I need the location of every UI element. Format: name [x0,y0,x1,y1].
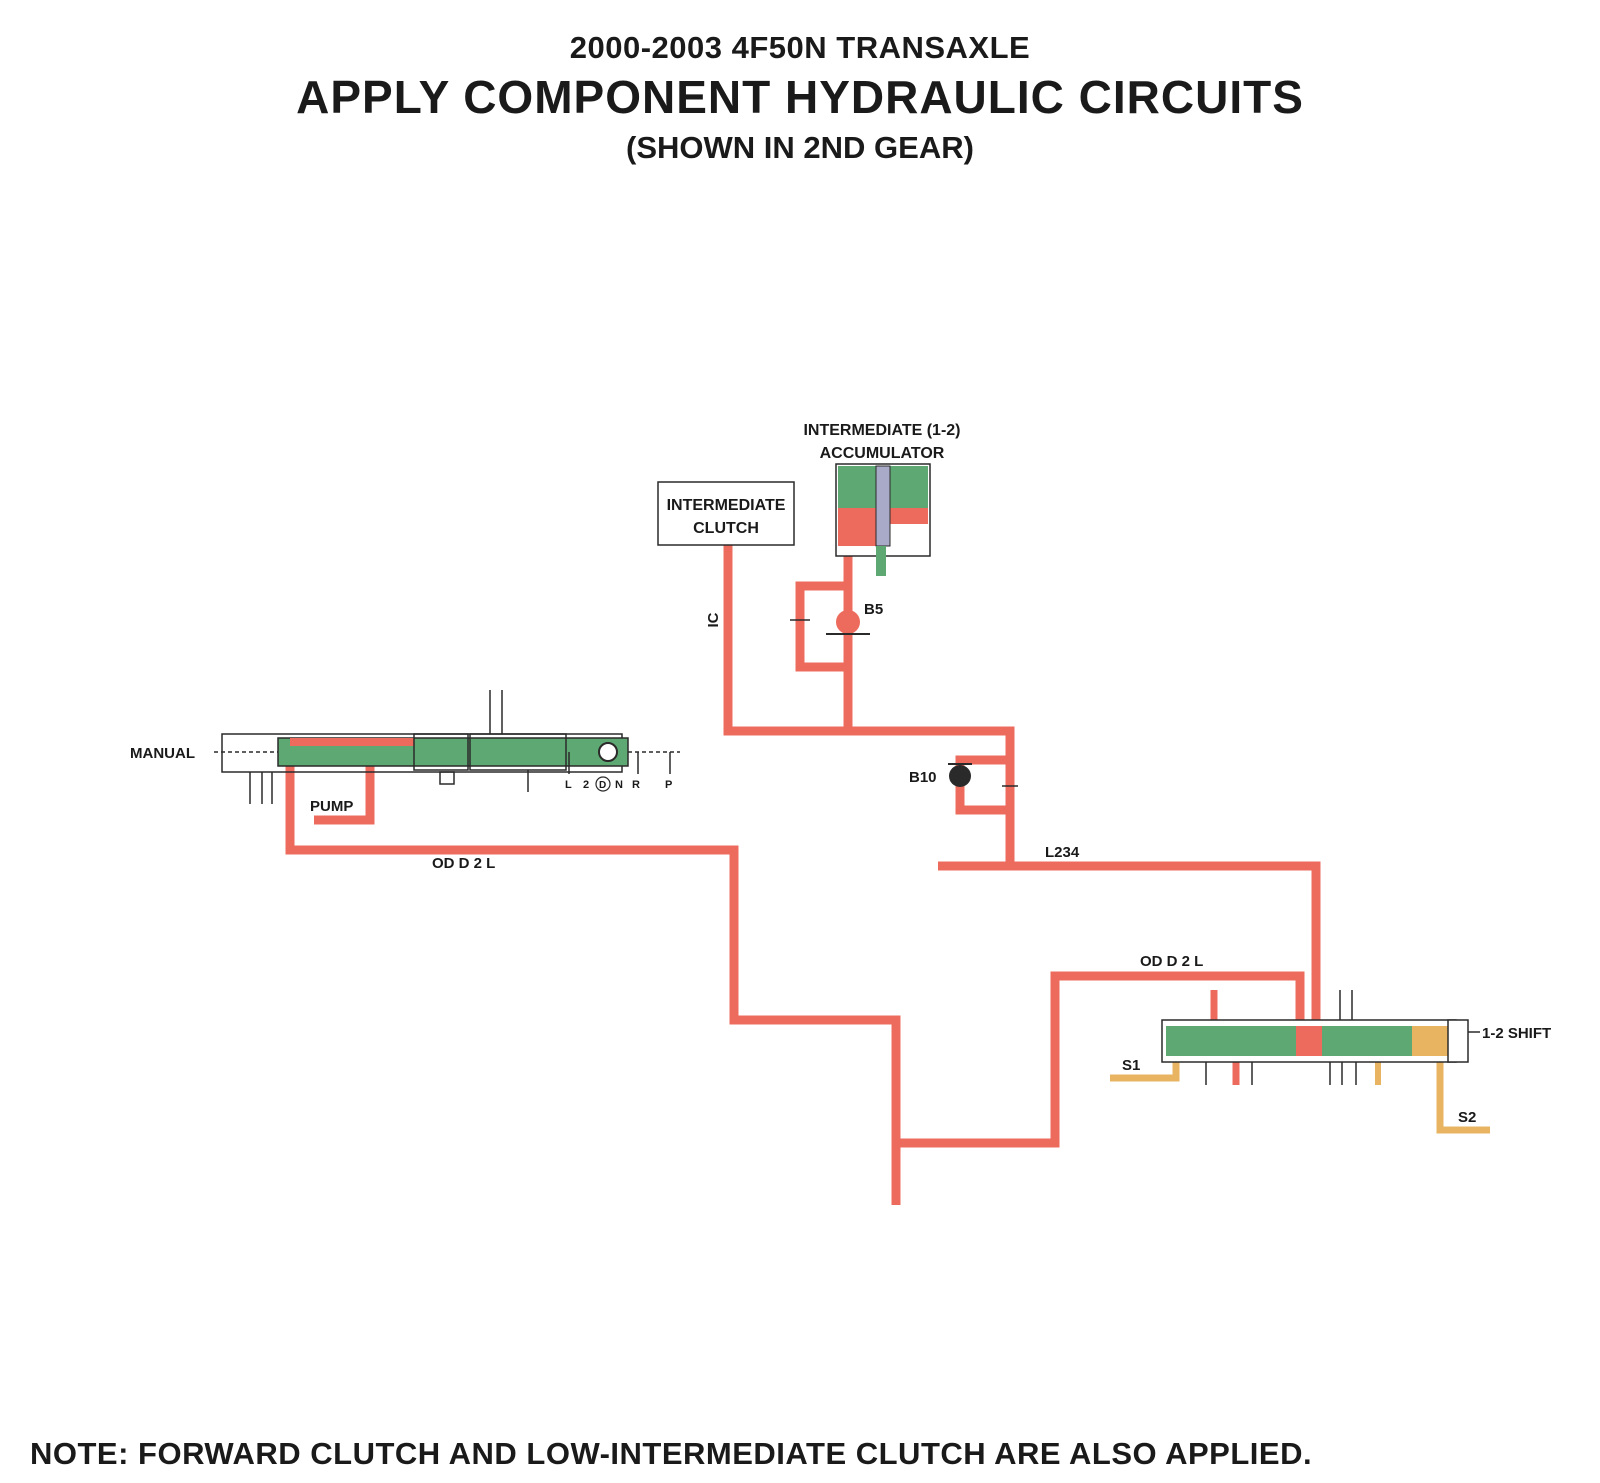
shift-valve-stub-a [1210,990,1240,1085]
manual-valve [214,690,680,804]
pump-passage [314,756,375,825]
diagram-labels: INTERMEDIATE (1-2) ACCUMULATOR INTERMEDI… [130,422,1551,1126]
detent-p-label: P [665,779,672,791]
l234-passage [938,861,1321,1028]
s2-label: S2 [1458,1109,1476,1126]
odd2l-right-label: OD D 2 L [1140,953,1203,970]
diagram-title: APPLY COMPONENT HYDRAULIC CIRCUITS [296,71,1304,123]
clutch-label-line1: INTERMEDIATE [667,497,786,514]
l234-label: L234 [1045,844,1080,861]
accumulator-rod [875,465,891,547]
manual-valve-red-land [290,738,414,746]
title-block: 2000-2003 4F50N TRANSAXLE APPLY COMPONEN… [0,30,1600,166]
b10-check-valve [948,763,1018,787]
b10-check-ball [949,765,971,787]
intermediate-accumulator [835,463,931,576]
pressure-passages [285,545,1321,1205]
manual-valve-pin [598,742,618,762]
odd2l-left-passage [285,742,901,1205]
s1-passage [1110,1058,1180,1082]
detent-n-label: N [615,779,623,791]
s2-passage [1436,1040,1490,1134]
b5-bypass-passage [795,581,848,672]
solenoid-passages [1110,1040,1490,1134]
manual-valve-land-b [469,733,567,771]
detent-2-label: 2 [583,779,589,791]
detent-d-label: D [599,780,606,791]
ic-label: IC [705,612,722,627]
odd2l-left-label: OD D 2 L [432,855,495,872]
s1-label: S1 [1122,1057,1140,1074]
shift-valve-red-land [1296,1026,1322,1056]
accumulator-rod-exit [876,546,886,576]
footer-note: NOTE: FORWARD CLUTCH AND LOW-INTERMEDIAT… [30,1436,1313,1471]
accumulator-label-line2: ACCUMULATOR [820,445,945,462]
manual-valve-land-a [413,733,469,771]
intermediate-clutch-box [657,481,795,546]
shift-valve-spool [1166,1026,1412,1056]
shift-valve-label: 1-2 SHIFT [1482,1025,1551,1042]
accumulator-label-line1: INTERMEDIATE (1-2) [803,422,960,439]
pump-label: PUMP [310,798,353,815]
clutch-label-line2: CLUTCH [693,520,759,537]
b10-label: B10 [909,769,937,786]
odd2l-crossover-passage [896,971,1305,1148]
shift-valve-solenoid-end [1412,1026,1448,1056]
b5-check-ball [836,610,860,634]
ic-passage [723,545,1015,862]
detent-d-ring [595,776,611,792]
shift-valve-plug [1447,1019,1469,1063]
diagram-subtitle: (SHOWN IN 2ND GEAR) [626,130,974,165]
b5-check-valve [790,610,870,635]
shift-valve-1-2 [1161,990,1480,1085]
detent-l-label: L [565,779,572,791]
detent-r-label: R [632,779,640,791]
diagram-supertitle: 2000-2003 4F50N TRANSAXLE [569,30,1031,65]
manual-valve-port [439,771,455,785]
b5-label: B5 [864,601,883,618]
b10-bypass-passage [955,755,1010,815]
manual-label: MANUAL [130,745,195,762]
